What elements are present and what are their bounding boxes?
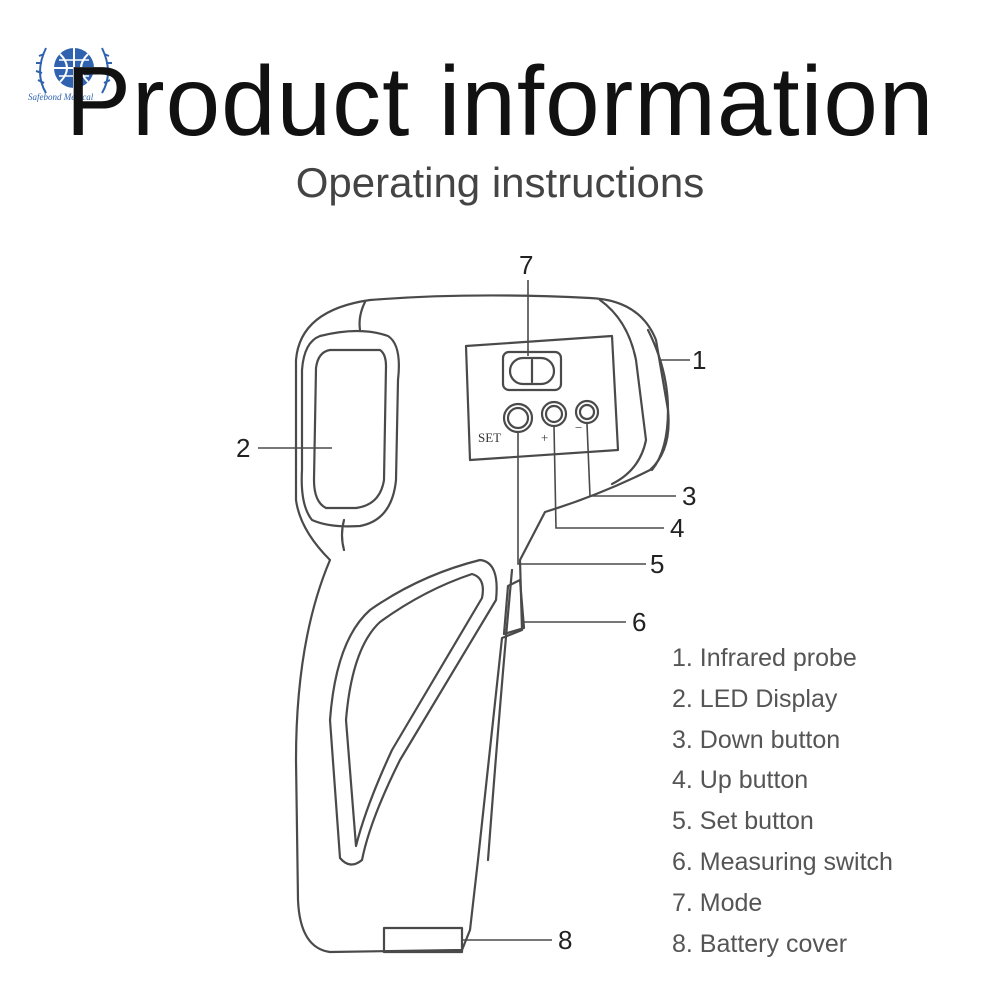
- infrared-probe: [646, 328, 670, 472]
- legend-item-led-display: 2. LED Display: [672, 684, 838, 713]
- legend-item-battery-cover: 8. Battery cover: [672, 929, 848, 958]
- legend-item-down-button: 3. Down button: [672, 725, 841, 754]
- legend-item-set-button: 5. Set button: [672, 807, 814, 836]
- leader-line-5: [517, 432, 646, 565]
- set-button-ring: [506, 406, 530, 430]
- control-panel: [464, 334, 620, 462]
- battery-cover[interactable]: [382, 926, 464, 954]
- down-label: −: [575, 420, 582, 435]
- device-body-outline: [294, 294, 670, 954]
- legend-item-measuring-switch: 6. Measuring switch: [672, 847, 893, 876]
- led-display-frame: [300, 329, 400, 528]
- callout-7: 7: [519, 250, 533, 280]
- company-logo: [35, 47, 113, 94]
- up-button-ring: [544, 404, 564, 424]
- callout-8: 8: [558, 925, 572, 955]
- callout-4: 4: [670, 513, 684, 543]
- top-ridge: [358, 300, 367, 332]
- mode-switch-housing: [501, 350, 563, 392]
- callout-3: 3: [682, 481, 696, 511]
- set-label: SET: [478, 430, 501, 445]
- legend-item-mode: 7. Mode: [672, 888, 763, 917]
- down-button[interactable]: [574, 399, 600, 425]
- led-display-screen: [312, 348, 388, 510]
- page-subtitle: Operating instructions: [295, 159, 705, 206]
- parts-legend: 1. Infrared probe 2. LED Display 3. Down…: [672, 638, 893, 964]
- globe-icon: [54, 48, 94, 88]
- grip-panel: [328, 558, 498, 866]
- mode-switch-knob[interactable]: [508, 356, 556, 386]
- measuring-switch[interactable]: [502, 578, 526, 636]
- logo-text: Safebond Medical: [28, 92, 94, 102]
- handle-inner-edge: [486, 568, 514, 862]
- down-button-ring: [578, 403, 596, 421]
- callout-5: 5: [650, 549, 664, 579]
- legend-item-up-button: 4. Up button: [672, 766, 809, 795]
- callout-1: 1: [692, 345, 706, 375]
- up-label: +: [541, 430, 548, 445]
- legend-item-infrared-probe: 1. Infrared probe: [672, 644, 857, 672]
- callout-6: 6: [632, 607, 646, 637]
- side-ridge: [598, 298, 648, 486]
- leader-line-3: [586, 423, 676, 497]
- callout-2: 2: [236, 433, 250, 463]
- display-bezel-line: [340, 518, 346, 552]
- laurel-icon: [35, 47, 113, 94]
- leader-line-4: [553, 425, 664, 529]
- page-title: Product information: [65, 46, 935, 156]
- grip-panel-inner: [344, 572, 484, 848]
